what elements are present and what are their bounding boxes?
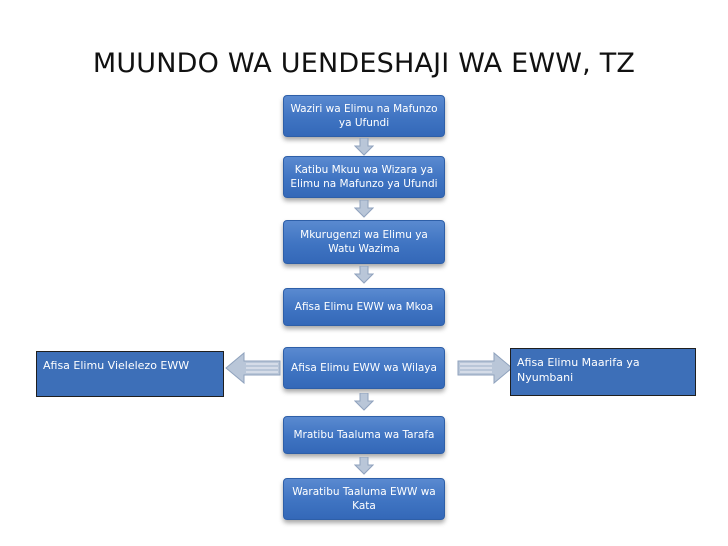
box-katibu-mkuu-label: Katibu Mkuu wa Wizara ya Elimu na Mafunz… [290, 164, 438, 190]
box-afisa-vielelezo-label: Afisa Elimu Vielelezo EWW [43, 359, 190, 372]
box-mratibu-tarafa-label: Mratibu Taaluma wa Tarafa [293, 429, 435, 441]
box-waziri-label: Waziri wa Elimu na Mafunzo ya Ufundi [290, 103, 438, 129]
box-waziri: Waziri wa Elimu na Mafunzo ya Ufundi [283, 95, 445, 137]
box-waratibu-kata-label: Waratibu Taaluma EWW wa Kata [292, 486, 436, 512]
box-afisa-maarifa: Afisa Elimu Maarifa ya Nyumbani [510, 348, 696, 396]
arrow-down-icon [354, 266, 374, 284]
arrow-down-icon [354, 457, 374, 475]
box-afisa-wilaya: Afisa Elimu EWW wa Wilaya [283, 347, 445, 389]
box-afisa-wilaya-label: Afisa Elimu EWW wa Wilaya [291, 362, 437, 374]
box-afisa-mkoa-label: Afisa Elimu EWW wa Mkoa [294, 301, 434, 313]
box-afisa-mkoa: Afisa Elimu EWW wa Mkoa [283, 288, 445, 326]
arrow-left-icon [225, 351, 281, 385]
box-mratibu-tarafa: Mratibu Taaluma wa Tarafa [283, 416, 445, 454]
box-afisa-vielelezo: Afisa Elimu Vielelezo EWW [36, 351, 224, 397]
box-waratibu-kata: Waratibu Taaluma EWW wa Kata [283, 478, 445, 520]
page-title: MUUNDO WA UENDESHAJI WA EWW, TZ [92, 48, 636, 79]
box-mkurugenzi: Mkurugenzi wa Elimu ya Watu Wazima [283, 220, 445, 264]
arrow-down-icon [354, 200, 374, 218]
arrow-right-icon [457, 351, 513, 385]
arrow-down-icon [354, 393, 374, 411]
arrow-down-icon [354, 138, 374, 156]
box-mkurugenzi-label: Mkurugenzi wa Elimu ya Watu Wazima [300, 229, 428, 255]
box-katibu-mkuu: Katibu Mkuu wa Wizara ya Elimu na Mafunz… [283, 156, 445, 198]
box-afisa-maarifa-label: Afisa Elimu Maarifa ya Nyumbani [517, 356, 640, 384]
